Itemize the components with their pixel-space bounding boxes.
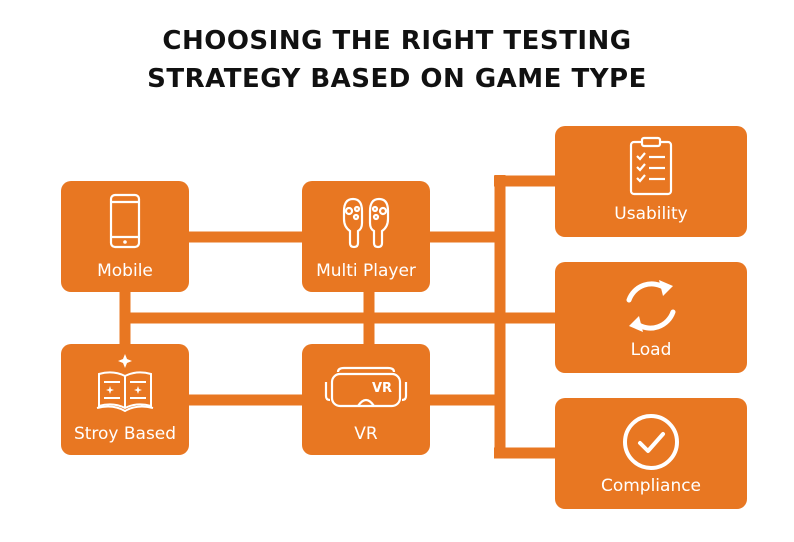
node-usability-label: Usability (614, 204, 688, 224)
node-usability: Usability (555, 126, 747, 237)
node-compliance: Compliance (555, 398, 747, 509)
node-vr-label: VR (354, 424, 378, 444)
game-controllers-icon (302, 193, 430, 249)
refresh-cycle-icon (555, 276, 747, 336)
node-story-based-label: Stroy Based (73, 424, 177, 444)
node-vr: VR VR (302, 344, 430, 455)
node-multi-player-label: Multi Player (316, 261, 416, 281)
node-mobile-label: Mobile (97, 261, 153, 281)
node-mobile: Mobile (61, 181, 189, 292)
node-story-based: Stroy Based (61, 344, 189, 455)
smartphone-icon (61, 193, 189, 249)
title-line-1: CHOOSING THE RIGHT TESTING (162, 26, 632, 56)
node-multi-player: Multi Player (302, 181, 430, 292)
clipboard-checklist-icon (555, 136, 747, 196)
node-load-label: Load (630, 340, 672, 360)
open-book-icon (61, 352, 189, 414)
check-circle-icon (555, 412, 747, 472)
diagram-title: CHOOSING THE RIGHT TESTING STRATEGY BASE… (0, 22, 794, 98)
vr-headset-icon: VR (302, 366, 430, 410)
node-compliance-label: Compliance (600, 476, 702, 496)
vr-icon-text: VR (372, 381, 392, 396)
node-load: Load (555, 262, 747, 373)
title-line-2: STRATEGY BASED ON GAME TYPE (147, 64, 647, 94)
